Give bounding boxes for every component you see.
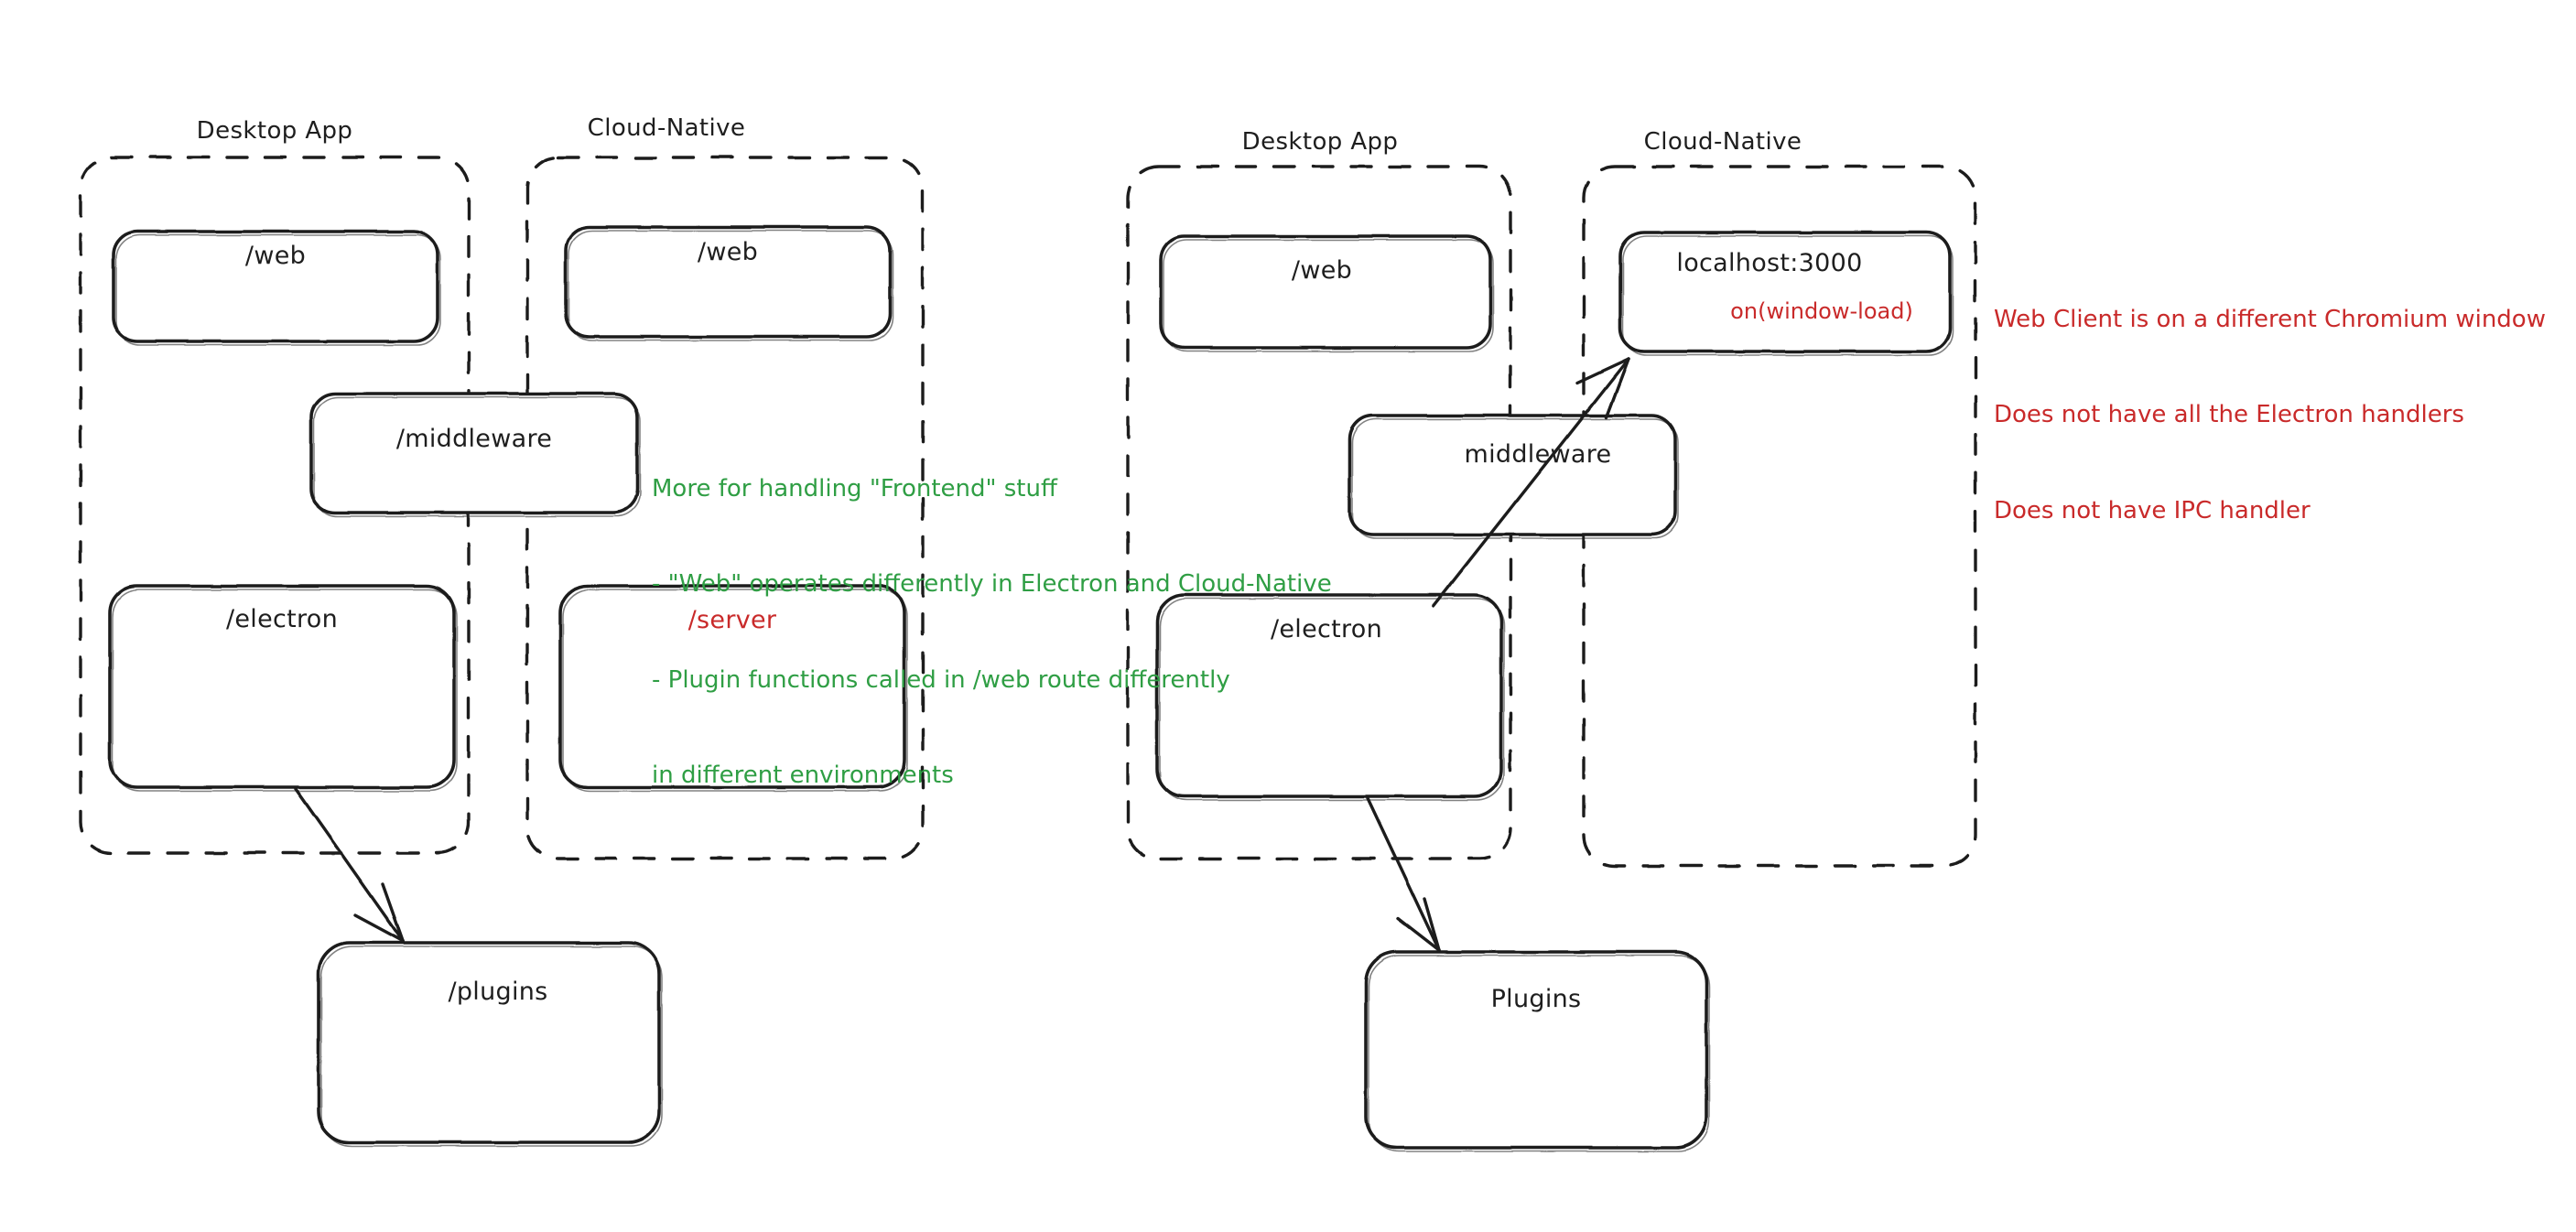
box-right-plugins[interactable] — [1364, 950, 1708, 1150]
box-right-desktop-web[interactable] — [1159, 234, 1492, 350]
box-left-desktop-web[interactable] — [112, 230, 439, 343]
box-right-desktop-electron[interactable] — [1155, 593, 1503, 798]
box-left-middleware[interactable] — [309, 392, 639, 514]
box-left-cloud-server[interactable] — [558, 584, 906, 789]
group-frame-right-desktop — [1126, 165, 1512, 860]
box-left-desktop-electron[interactable] — [108, 584, 456, 789]
arrow-left-electron-to-plugins — [294, 787, 405, 943]
box-left-cloud-web[interactable] — [564, 225, 892, 339]
box-left-plugins[interactable] — [317, 941, 661, 1144]
arrow-right-electron-to-plugins — [1366, 796, 1441, 952]
box-right-cloud-localhost[interactable] — [1618, 231, 1952, 353]
arrow-right-electron-to-localhost — [1432, 357, 1630, 608]
group-frame-right-cloud — [1582, 165, 1977, 868]
box-right-middleware[interactable] — [1348, 414, 1677, 536]
